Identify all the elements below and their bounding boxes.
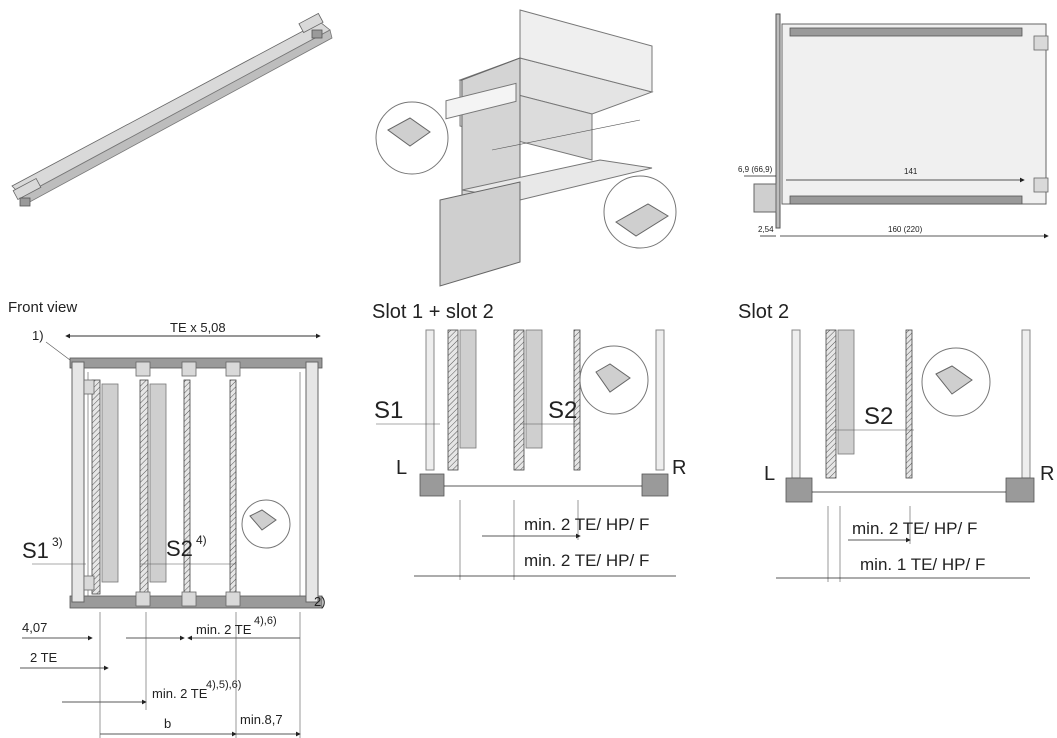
dim-min2te-a-note: 4),6): [254, 615, 277, 627]
front-s2-note: 4): [196, 533, 207, 547]
dim-rail-thickness: 2,54: [758, 225, 774, 234]
slot2-title: Slot 2: [738, 301, 789, 323]
slot2-dim-b: min. 1 TE/ HP/ F: [860, 555, 985, 574]
slot12-title: Slot 1 + slot 2: [372, 301, 494, 323]
guide-rail-illustration: [11, 12, 333, 207]
note-1: 1): [32, 328, 44, 343]
note-2: 2): [314, 594, 326, 609]
slot12-left: L: [396, 457, 407, 479]
front-s1-note: 3): [52, 535, 63, 549]
dim-min87: min.8,7: [240, 712, 283, 727]
front-view-title: Front view: [8, 299, 77, 316]
side-view-drawing: 6,9 (66,9) 141 2,54 160 (220): [738, 13, 1049, 239]
slot2-drawing: Slot 2 S2 L R min. 2 TE/ HP/ F min. 1 TE…: [738, 301, 1054, 582]
slot2-s2: S2: [864, 403, 893, 430]
slot12-dim-a: min. 2 TE/ HP/ F: [524, 515, 649, 534]
slot12-dim-b: min. 2 TE/ HP/ F: [524, 551, 649, 570]
dim-min2te-b-note: 4),5),6): [206, 679, 241, 691]
dim-left-offset: 6,9 (66,9): [738, 165, 773, 174]
slot12-right: R: [672, 457, 686, 479]
front-s1: S1: [22, 538, 49, 563]
dim-407: 4,07: [22, 620, 47, 635]
front-view-drawing: Front view TE x 5,08 1) S1 3): [8, 299, 326, 738]
slot2-right: R: [1040, 463, 1054, 485]
slot12-s1: S1: [374, 397, 403, 424]
slot12-drawing: Slot 1 + slot 2 S1 S2 L R min. 2 TE/ HP/…: [372, 301, 686, 580]
slot12-s2: S2: [548, 397, 577, 424]
subrack-illustration: [375, 9, 677, 287]
slot2-dim-a: min. 2 TE/ HP/ F: [852, 519, 977, 538]
dim-depth: 160 (220): [888, 225, 923, 234]
dim-b: b: [164, 716, 171, 731]
front-s2: S2: [166, 536, 193, 561]
dim-2te: 2 TE: [30, 650, 58, 665]
dim-min2te-b: min. 2 TE: [152, 686, 208, 701]
dim-inner-141: 141: [904, 167, 918, 176]
front-view-width-label: TE x 5,08: [170, 320, 226, 335]
slot2-left: L: [764, 463, 775, 485]
dim-min2te-a: min. 2 TE: [196, 622, 252, 637]
